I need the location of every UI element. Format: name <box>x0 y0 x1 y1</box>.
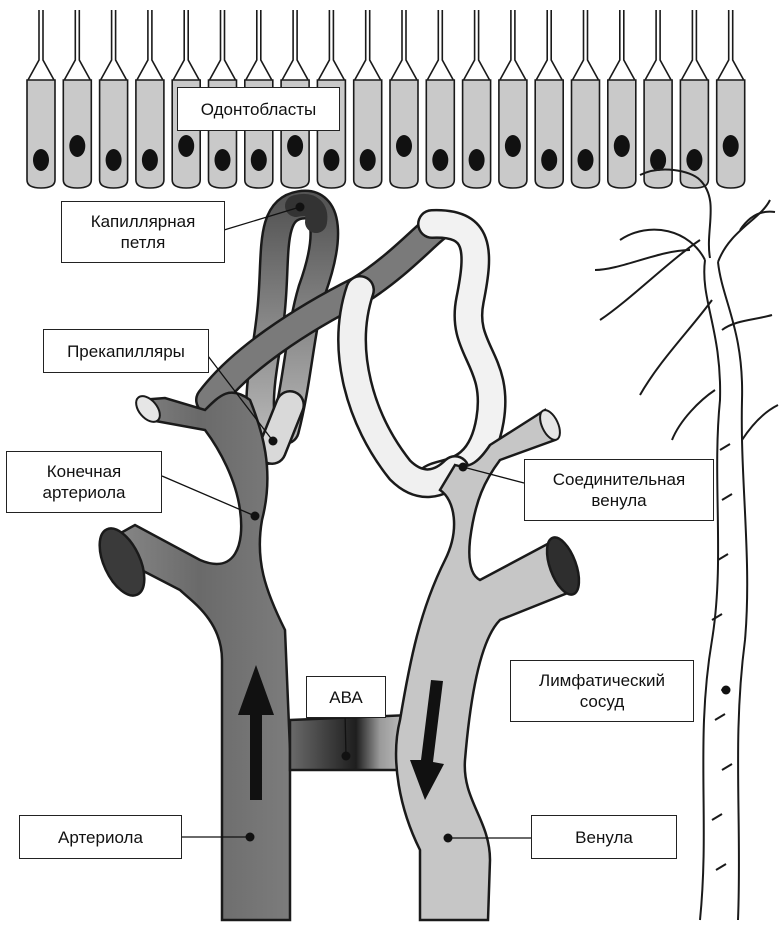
odontoblast-cell <box>499 10 527 188</box>
label-lymphatic-vessel: Лимфатический сосуд <box>510 660 694 722</box>
lymphatic-vessel <box>595 170 778 920</box>
nucleus <box>69 135 85 157</box>
odontoblast-cell <box>100 10 128 188</box>
nucleus <box>287 135 303 157</box>
label-connecting-venule: Соединительная венула <box>524 459 714 521</box>
nucleus <box>396 135 412 157</box>
label-ava: АВА <box>306 676 386 718</box>
odontoblast-cell <box>535 10 563 188</box>
nucleus <box>723 135 739 157</box>
odontoblast-cell <box>644 10 672 188</box>
label-venule: Венула <box>531 815 677 859</box>
nucleus <box>578 149 594 171</box>
odontoblast-cell <box>426 10 454 188</box>
ava-shunt <box>290 715 410 770</box>
label-arteriole: Артериола <box>19 815 182 859</box>
nucleus <box>106 149 122 171</box>
nucleus <box>178 135 194 157</box>
nucleus <box>505 135 521 157</box>
nucleus <box>686 149 702 171</box>
nucleus <box>323 149 339 171</box>
nucleus <box>541 149 557 171</box>
label-precapillaries: Прекапилляры <box>43 329 209 373</box>
nucleus <box>614 135 630 157</box>
nucleus <box>360 149 376 171</box>
nucleus <box>215 149 231 171</box>
odontoblast-cell <box>572 10 600 188</box>
odontoblast-cell <box>463 10 491 188</box>
odontoblast-cell <box>608 10 636 188</box>
odontoblast-cell <box>27 10 55 188</box>
odontoblast-cell <box>63 10 91 188</box>
nucleus <box>142 149 158 171</box>
odontoblast-cell <box>354 10 382 188</box>
odontoblast-cell <box>390 10 418 188</box>
nucleus <box>432 149 448 171</box>
label-odontoblasts: Одонтобласты <box>177 87 340 131</box>
label-capillary-loop: Капиллярная петля <box>61 201 225 263</box>
nucleus <box>251 149 267 171</box>
odontoblast-cell <box>717 10 745 188</box>
odontoblast-cell <box>680 10 708 188</box>
nucleus <box>650 149 666 171</box>
nucleus <box>469 149 485 171</box>
nucleus <box>33 149 49 171</box>
label-terminal-arteriole: Конечная артериола <box>6 451 162 513</box>
odontoblast-cell <box>136 10 164 188</box>
odontoblast-layer <box>27 10 745 188</box>
